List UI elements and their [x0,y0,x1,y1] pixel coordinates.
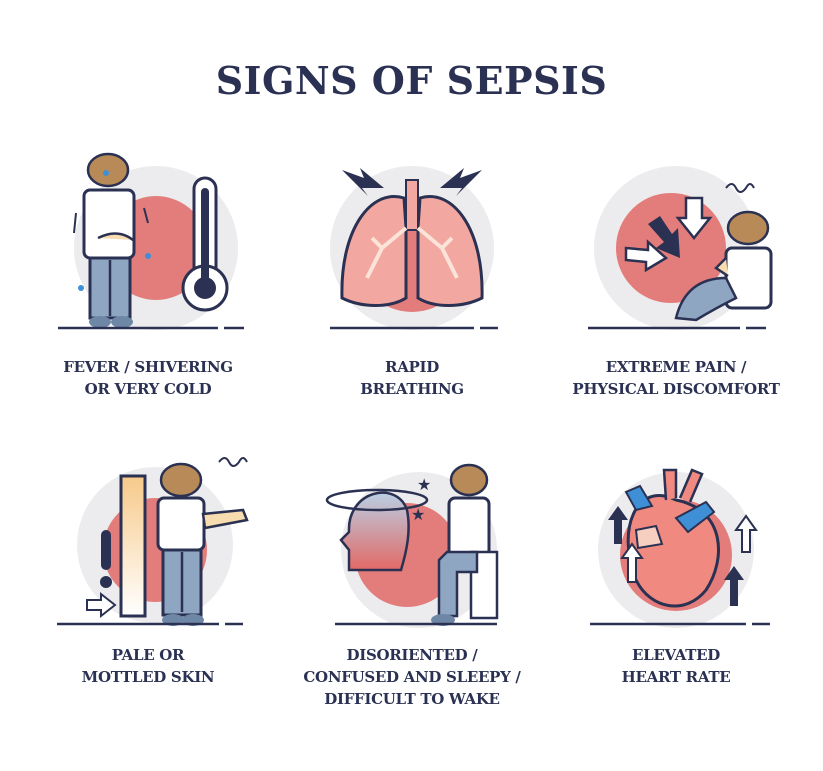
sign-heart-rate: ELEVATED HEART RATE [546,440,806,688]
svg-text:★: ★ [411,505,425,524]
fever-thermometer-icon [58,152,244,330]
lungs-icon [330,166,498,330]
sign-label: EXTREME PAIN / PHYSICAL DISCOMFORT [572,358,780,398]
sign-fever: FEVER / SHIVERING OR VERY COLD [18,148,278,400]
sign-label: FEVER / SHIVERING OR VERY COLD [63,358,233,398]
sign-rapid-breathing: RAPID BREATHING [282,148,542,400]
sign-label: PALE OR MOTTLED SKIN [81,646,215,686]
disoriented-head-icon: ★ ★ [325,463,499,628]
sign-disoriented: ★ ★ DISORIENTED / CONFUSED AND SLEEPY / … [282,440,542,710]
sign-label: ELEVATED HEART RATE [621,646,731,686]
sign-label: DISORIENTED / CONFUSED AND SLEEPY / DIFF… [303,646,521,708]
sign-label: RAPID BREATHING [360,358,464,398]
pale-skin-gradient-icon [57,457,249,626]
page-title: SIGNS OF SEPSIS [215,58,608,103]
sign-extreme-pain: EXTREME PAIN / PHYSICAL DISCOMFORT [546,148,806,400]
sign-pale-skin: PALE OR MOTTLED SKIN [18,440,278,688]
pain-arrows-icon [588,166,773,330]
svg-text:★: ★ [417,475,431,494]
heart-rate-icon [590,468,770,628]
